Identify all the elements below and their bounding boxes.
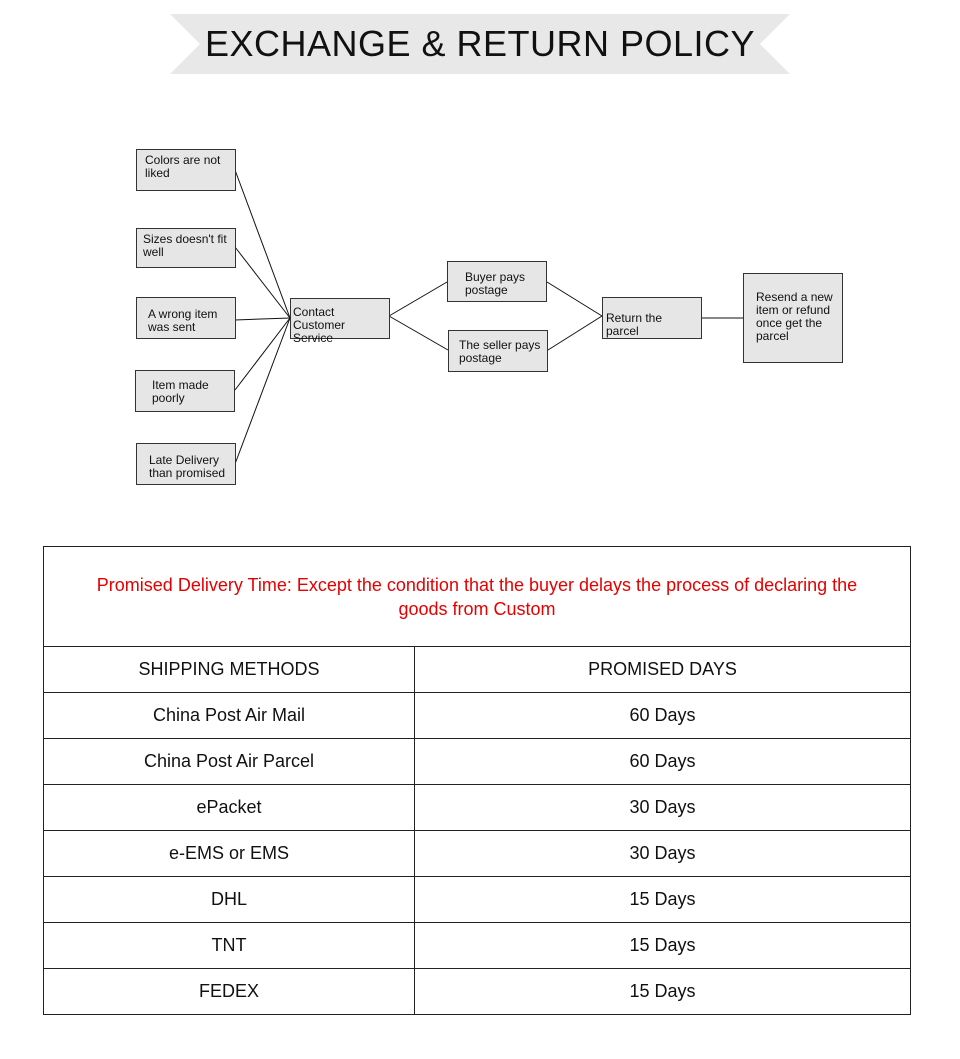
header-promised-days: PROMISED DAYS	[414, 646, 911, 693]
promised-days-cell: 60 Days	[414, 738, 911, 785]
reason-late-delivery-box: Late Delivery than promised	[136, 443, 236, 485]
table-row: China Post Air Mail 60 Days	[43, 692, 911, 739]
table-row: China Post Air Parcel 60 Days	[43, 738, 911, 785]
contact-service-box: Contact Customer Service	[290, 298, 390, 345]
shipping-method-cell: e-EMS or EMS	[43, 830, 415, 877]
header-shipping-methods: SHIPPING METHODS	[43, 646, 415, 693]
promised-days-cell: 15 Days	[414, 922, 911, 969]
promised-days-cell: 15 Days	[414, 968, 911, 1015]
promised-days-cell: 15 Days	[414, 876, 911, 923]
seller-pays-box: The seller pays postage	[448, 330, 548, 372]
return-parcel-box: Return the parcel	[602, 297, 702, 339]
table-row: FEDEX 15 Days	[43, 968, 911, 1015]
shipping-method-cell: FEDEX	[43, 968, 415, 1015]
promised-days-cell: 60 Days	[414, 692, 911, 739]
table-note-row: Promised Delivery Time: Except the condi…	[43, 546, 911, 647]
reason-poor-quality-box: Item made poorly	[135, 370, 235, 412]
reason-colors-box: Colors are not liked	[136, 149, 236, 191]
reason-sizes-box: Sizes doesn't fit well	[136, 228, 236, 268]
page-title: EXCHANGE & RETURN POLICY	[204, 23, 756, 64]
resend-refund-box: Resend a new item or refund once get the…	[743, 273, 843, 363]
shipping-method-cell: China Post Air Mail	[43, 692, 415, 739]
shipping-method-cell: TNT	[43, 922, 415, 969]
title-banner	[170, 14, 790, 74]
table-row: ePacket 30 Days	[43, 784, 911, 831]
flow-connectors	[234, 169, 743, 465]
delivery-note: Promised Delivery Time: Except the condi…	[43, 546, 911, 647]
shipping-method-cell: DHL	[43, 876, 415, 923]
promised-days-cell: 30 Days	[414, 830, 911, 877]
table-header-row: SHIPPING METHODS PROMISED DAYS	[43, 646, 911, 693]
table-row: DHL 15 Days	[43, 876, 911, 923]
buyer-pays-box: Buyer pays postage	[447, 261, 547, 302]
reason-wrong-item-box: A wrong item was sent	[136, 297, 236, 339]
shipping-method-cell: ePacket	[43, 784, 415, 831]
shipping-method-cell: China Post Air Parcel	[43, 738, 415, 785]
table-row: TNT 15 Days	[43, 922, 911, 969]
table-row: e-EMS or EMS 30 Days	[43, 830, 911, 877]
shipping-table: Promised Delivery Time: Except the condi…	[43, 546, 911, 1015]
promised-days-cell: 30 Days	[414, 784, 911, 831]
